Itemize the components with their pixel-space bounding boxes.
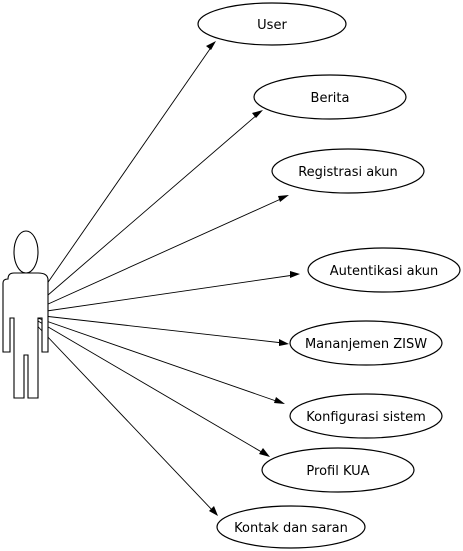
association-kontak-dan-saran bbox=[25, 313, 215, 513]
use-case-label: User bbox=[257, 18, 287, 33]
association-registrasi-akun bbox=[25, 197, 284, 315]
arrowhead-berita bbox=[252, 110, 263, 118]
use-case-registrasi-akun: Registrasi akun bbox=[271, 148, 425, 194]
use-case-autentikasi-akun: Autentikasi akun bbox=[307, 247, 461, 293]
arrowhead-manajemen-zisw bbox=[279, 339, 289, 346]
use-case-ellipse bbox=[216, 505, 366, 549]
use-case-berita: Berita bbox=[253, 74, 407, 120]
actor-figure bbox=[2, 230, 49, 399]
actor-body bbox=[2, 272, 49, 399]
arrowhead-kontak-dan-saran bbox=[209, 506, 218, 516]
association-user bbox=[25, 45, 213, 315]
use-case-konfigurasi-sistem: Konfigurasi sistem bbox=[289, 393, 443, 439]
association-berita bbox=[25, 113, 259, 315]
use-case-ellipse bbox=[261, 447, 415, 493]
use-case-ellipse bbox=[289, 393, 443, 439]
associations bbox=[25, 41, 300, 516]
use-case-label: Autentikasi akun bbox=[330, 264, 439, 279]
use-case-label: Kontak dan saran bbox=[234, 521, 348, 536]
arrowhead-konfigurasi-sistem bbox=[274, 397, 285, 404]
use-case-label: Berita bbox=[311, 91, 350, 106]
actor-head bbox=[13, 230, 39, 274]
use-case-kontak-dan-saran: Kontak dan saran bbox=[216, 505, 366, 549]
use-case-ellipse bbox=[307, 247, 461, 293]
use-case-manajemen-zisw: Mananjemen ZISW bbox=[289, 320, 443, 366]
use-case-ellipse bbox=[271, 148, 425, 194]
association-autentikasi-akun bbox=[25, 274, 295, 315]
association-profil-kua bbox=[25, 313, 266, 455]
association-konfigurasi-sistem bbox=[25, 313, 280, 403]
use-case-label: Profil KUA bbox=[306, 464, 369, 479]
use-case-ellipse bbox=[289, 320, 443, 366]
use-case-label: Konfigurasi sistem bbox=[306, 410, 426, 425]
arrowhead-registrasi-akun bbox=[278, 195, 289, 202]
use-case-ellipse bbox=[253, 74, 407, 120]
use-case-ellipse bbox=[197, 2, 347, 46]
use-case-profil-kua: Profil KUA bbox=[261, 447, 415, 493]
association-manajemen-zisw bbox=[25, 313, 284, 344]
use-case-label: Registrasi akun bbox=[298, 165, 398, 180]
use-case-label: Mananjemen ZISW bbox=[305, 337, 427, 352]
arrowhead-profil-kua bbox=[259, 448, 270, 457]
use-case-user: User bbox=[197, 2, 347, 46]
arrowhead-autentikasi-akun bbox=[290, 271, 300, 278]
arrowhead-user bbox=[206, 41, 216, 50]
